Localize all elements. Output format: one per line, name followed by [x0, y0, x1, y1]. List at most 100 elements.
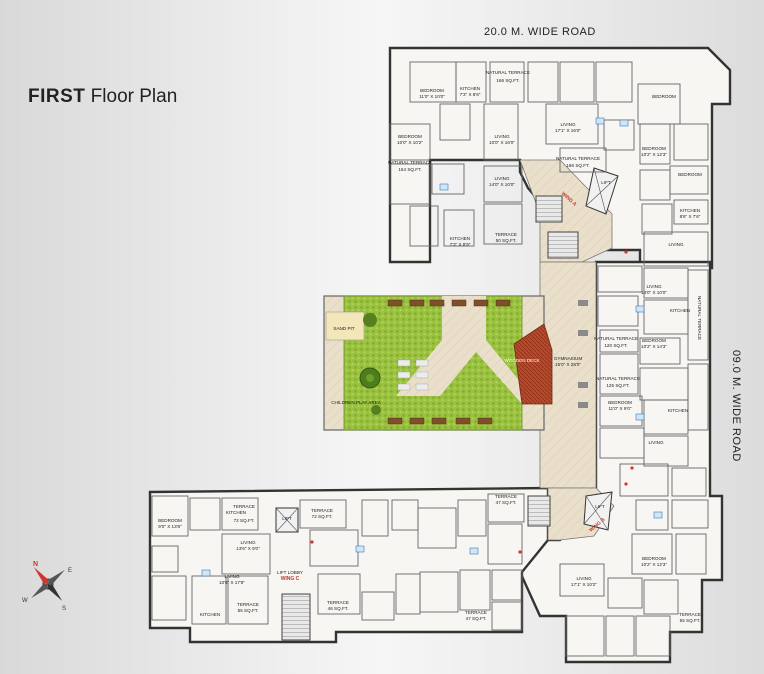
label-kitchen-e: KITCHEN: [668, 408, 688, 413]
compass-icon: N E S W: [22, 561, 72, 612]
label-lift-lobby: LIFT LOBBY: [277, 570, 303, 575]
label-natural-terrace-5-area: 125 SQ.FT.: [606, 383, 629, 388]
label-kitchen-g: KITCHEN: [200, 612, 220, 617]
label-terrace-f-size: 50 SQ.FT.: [496, 238, 517, 243]
label-terrace-h-size: 46 SQ.FT.: [328, 606, 349, 611]
lift-a: [585, 167, 619, 215]
label-living-f: LIVING: [240, 540, 255, 545]
label-living-a-size: 10'0" X 16'0": [489, 140, 515, 145]
label-lift-3: LIFT: [282, 516, 292, 521]
staircase-a: [535, 195, 563, 223]
page-title: FIRST Floor Plan: [28, 86, 177, 108]
compass-e: E: [68, 568, 72, 574]
label-living-i: LIVING: [576, 576, 591, 581]
label-kitchen-b: KITCHEN: [450, 236, 470, 241]
label-kitchen-c: KITCHEN: [680, 208, 700, 213]
label-natural-terrace-4: NATURAL TERRACE: [594, 336, 638, 341]
label-gymnasium: GYMNASIUM: [554, 356, 583, 361]
label-wooden-deck: WOODEN DECK: [504, 358, 540, 363]
staircase-b: [547, 231, 579, 259]
staircase-c: [527, 495, 551, 527]
label-living-g-size: 10'6" X 17'8": [219, 580, 245, 585]
label-lift-2: LIFT: [595, 504, 605, 509]
label-terrace-e-size: 47 SQ.FT.: [466, 616, 487, 621]
label-living-h: LIVING: [648, 440, 663, 445]
entrance-markers: [310, 250, 634, 554]
label-living-d: LIVING: [646, 284, 661, 289]
label-bedroom-c-size: 10'2" X 14'3": [641, 344, 667, 349]
wooden-deck-area: [513, 323, 553, 405]
label-natural-terrace-3: NATURAL TERRACE: [388, 160, 432, 165]
label-living-g: LIVING: [224, 574, 239, 579]
label-terrace-d-size: 47 SQ.FT.: [496, 500, 517, 505]
label-terrace-a-visible: TERRACE: [233, 504, 255, 509]
label-terrace-e: TERRACE: [465, 610, 487, 615]
label-sand-pit: SAND PIT: [333, 326, 354, 331]
label-terrace-b: TERRACE: [311, 508, 333, 513]
sand-pit-area: [325, 311, 365, 341]
compass-w: W: [22, 598, 28, 604]
label-terrace-g: TERRACE: [679, 612, 701, 617]
label-bedroom-b: BEDROOM: [398, 134, 422, 139]
label-natural-terrace-3-area: 164 SQ.FT.: [398, 167, 421, 172]
label-bedroom-c: BEDROOM: [642, 338, 666, 343]
label-terrace-c: TERRACE: [237, 602, 259, 607]
tree-icons: [359, 313, 381, 415]
podium-garden: [323, 295, 553, 431]
label-bedroom-f-size: 9'0" X 13'8": [158, 524, 182, 529]
title-rest: Floor Plan: [85, 86, 178, 107]
label-bedroom-e: BEDROOM: [608, 400, 632, 405]
label-bedroom-d-size: 10'2" X 12'3": [641, 152, 667, 157]
label-living-c-size: 14'0" X 10'0": [489, 182, 515, 187]
label-living-d-size: 14'0" X 10'0": [641, 290, 667, 295]
staircase-d: [281, 593, 311, 641]
label-kitchen-a: KITCHEN: [460, 86, 480, 91]
bathroom-fixtures: [201, 117, 663, 577]
label-natural-terrace-2-area: 186 SQ.FT.: [566, 163, 589, 168]
label-kitchen-a-size: 7'3" X 8'6": [460, 92, 481, 97]
central-corridor: [519, 159, 615, 541]
title-bold: FIRST: [28, 86, 86, 107]
label-kitchen-b-size: 7'3" X 8'9": [450, 242, 471, 247]
label-living-c: LIVING: [494, 176, 509, 181]
label-bedroom-e-size: 11'0" X 9'0": [608, 406, 631, 411]
label-bedroom-b-size: 10'0" X 10'2": [397, 140, 423, 145]
label-terrace-a-size: 72 SQ.FT.: [234, 518, 255, 523]
lift-b: [583, 491, 613, 531]
label-living-i-size: 17'1" X 10'2": [571, 582, 597, 587]
label-bedroom-i: BEDROOM: [652, 94, 676, 99]
label-living-f-size: 13'6" X 9'0": [236, 546, 260, 551]
label-terrace-f: TERRACE: [495, 232, 517, 237]
lift-c: [275, 507, 299, 533]
label-wing-c: WING C: [281, 576, 300, 582]
label-gymnasium-size: 15'0" X 28'0": [555, 362, 581, 367]
label-living-a: LIVING: [494, 134, 509, 139]
compass-s: S: [62, 606, 66, 612]
label-kitchen-d: KITCHEN: [670, 308, 690, 313]
label-bedroom-a: BEDROOM: [420, 88, 444, 93]
label-natural-terrace-4-area: 120 SQ.FT.: [604, 343, 627, 348]
label-living-b-size: 17'1" X 16'0": [555, 128, 581, 133]
road-label-top: 20.0 M. WIDE ROAD: [484, 26, 596, 38]
label-living-e: LIVING: [668, 242, 683, 247]
label-terrace-b-size: 72 SQ.FT.: [312, 514, 333, 519]
label-natural-terrace-5: NATURAL TERRACE: [596, 376, 640, 381]
label-natural-terrace-2: NATURAL TERRACE: [556, 156, 600, 161]
label-kitchen-c-size: 8'6" X 7'6": [680, 214, 701, 219]
gym-equipment: [578, 300, 588, 408]
label-bedroom-d: BEDROOM: [642, 146, 666, 151]
hedge-strips: [387, 299, 511, 425]
label-natural-terrace-1-area: 166 SQ.FT.: [496, 78, 519, 83]
label-bedroom-g: BEDROOM: [642, 556, 666, 561]
stepping-stones: [397, 359, 429, 391]
label-bedroom-a-size: 11'0" X 10'0": [419, 94, 445, 99]
label-bedroom-h: BEDROOM: [678, 172, 702, 177]
label-lift-1: LIFT: [601, 180, 611, 185]
label-natural-terrace-1: NATURAL TERRACE: [486, 70, 530, 75]
label-natural-terrace-right: NATURAL TERRACE: [697, 296, 702, 340]
label-terrace-g-size: 55 SQ.FT.: [680, 618, 701, 623]
label-terrace-h: TERRACE: [327, 600, 349, 605]
label-children-play: CHILDREN PLAY AREA: [331, 400, 382, 405]
label-terrace-c-size: 55 SQ.FT.: [238, 608, 259, 613]
